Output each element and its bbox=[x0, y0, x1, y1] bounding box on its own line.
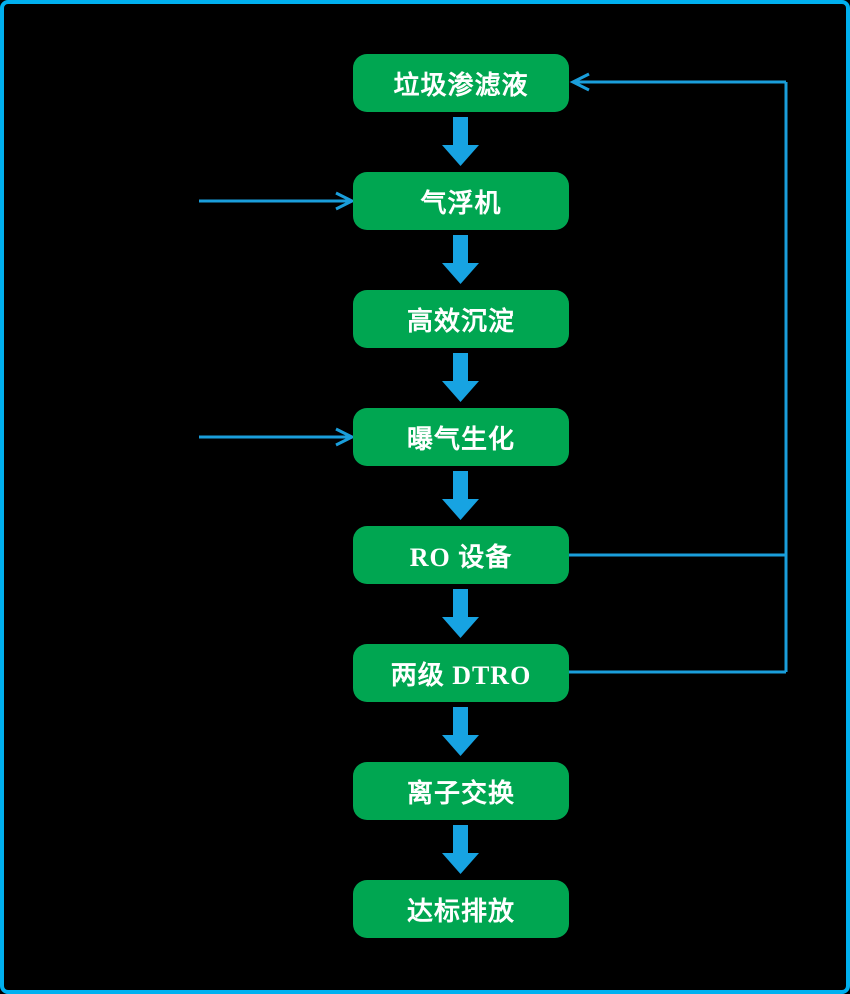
down-arrow-3 bbox=[442, 353, 479, 402]
flow-node-ion-exchange: 离子交换 bbox=[353, 762, 569, 820]
down-arrow-2 bbox=[442, 235, 479, 284]
feedback-arrowhead-leachate-icon bbox=[569, 72, 590, 92]
down-arrow-4 bbox=[442, 471, 479, 520]
inlet-arrowhead-air-flotation-icon bbox=[335, 191, 356, 211]
connector-layer bbox=[199, 72, 788, 874]
flow-node-ro-unit: RO 设备 bbox=[353, 526, 569, 584]
flow-node-discharge: 达标排放 bbox=[353, 880, 569, 938]
flow-node-dtro: 两级 DTRO bbox=[353, 644, 569, 702]
flow-node-sedimentation: 高效沉淀 bbox=[353, 290, 569, 348]
down-arrow-7 bbox=[442, 825, 479, 874]
down-arrow-5 bbox=[442, 589, 479, 638]
down-arrow-1 bbox=[442, 117, 479, 166]
inlet-arrowhead-aeration-icon bbox=[335, 427, 356, 447]
down-arrow-6 bbox=[442, 707, 479, 756]
flow-node-aeration: 曝气生化 bbox=[353, 408, 569, 466]
flow-node-air-flotation: 气浮机 bbox=[353, 172, 569, 230]
flow-node-leachate: 垃圾渗滤液 bbox=[353, 54, 569, 112]
